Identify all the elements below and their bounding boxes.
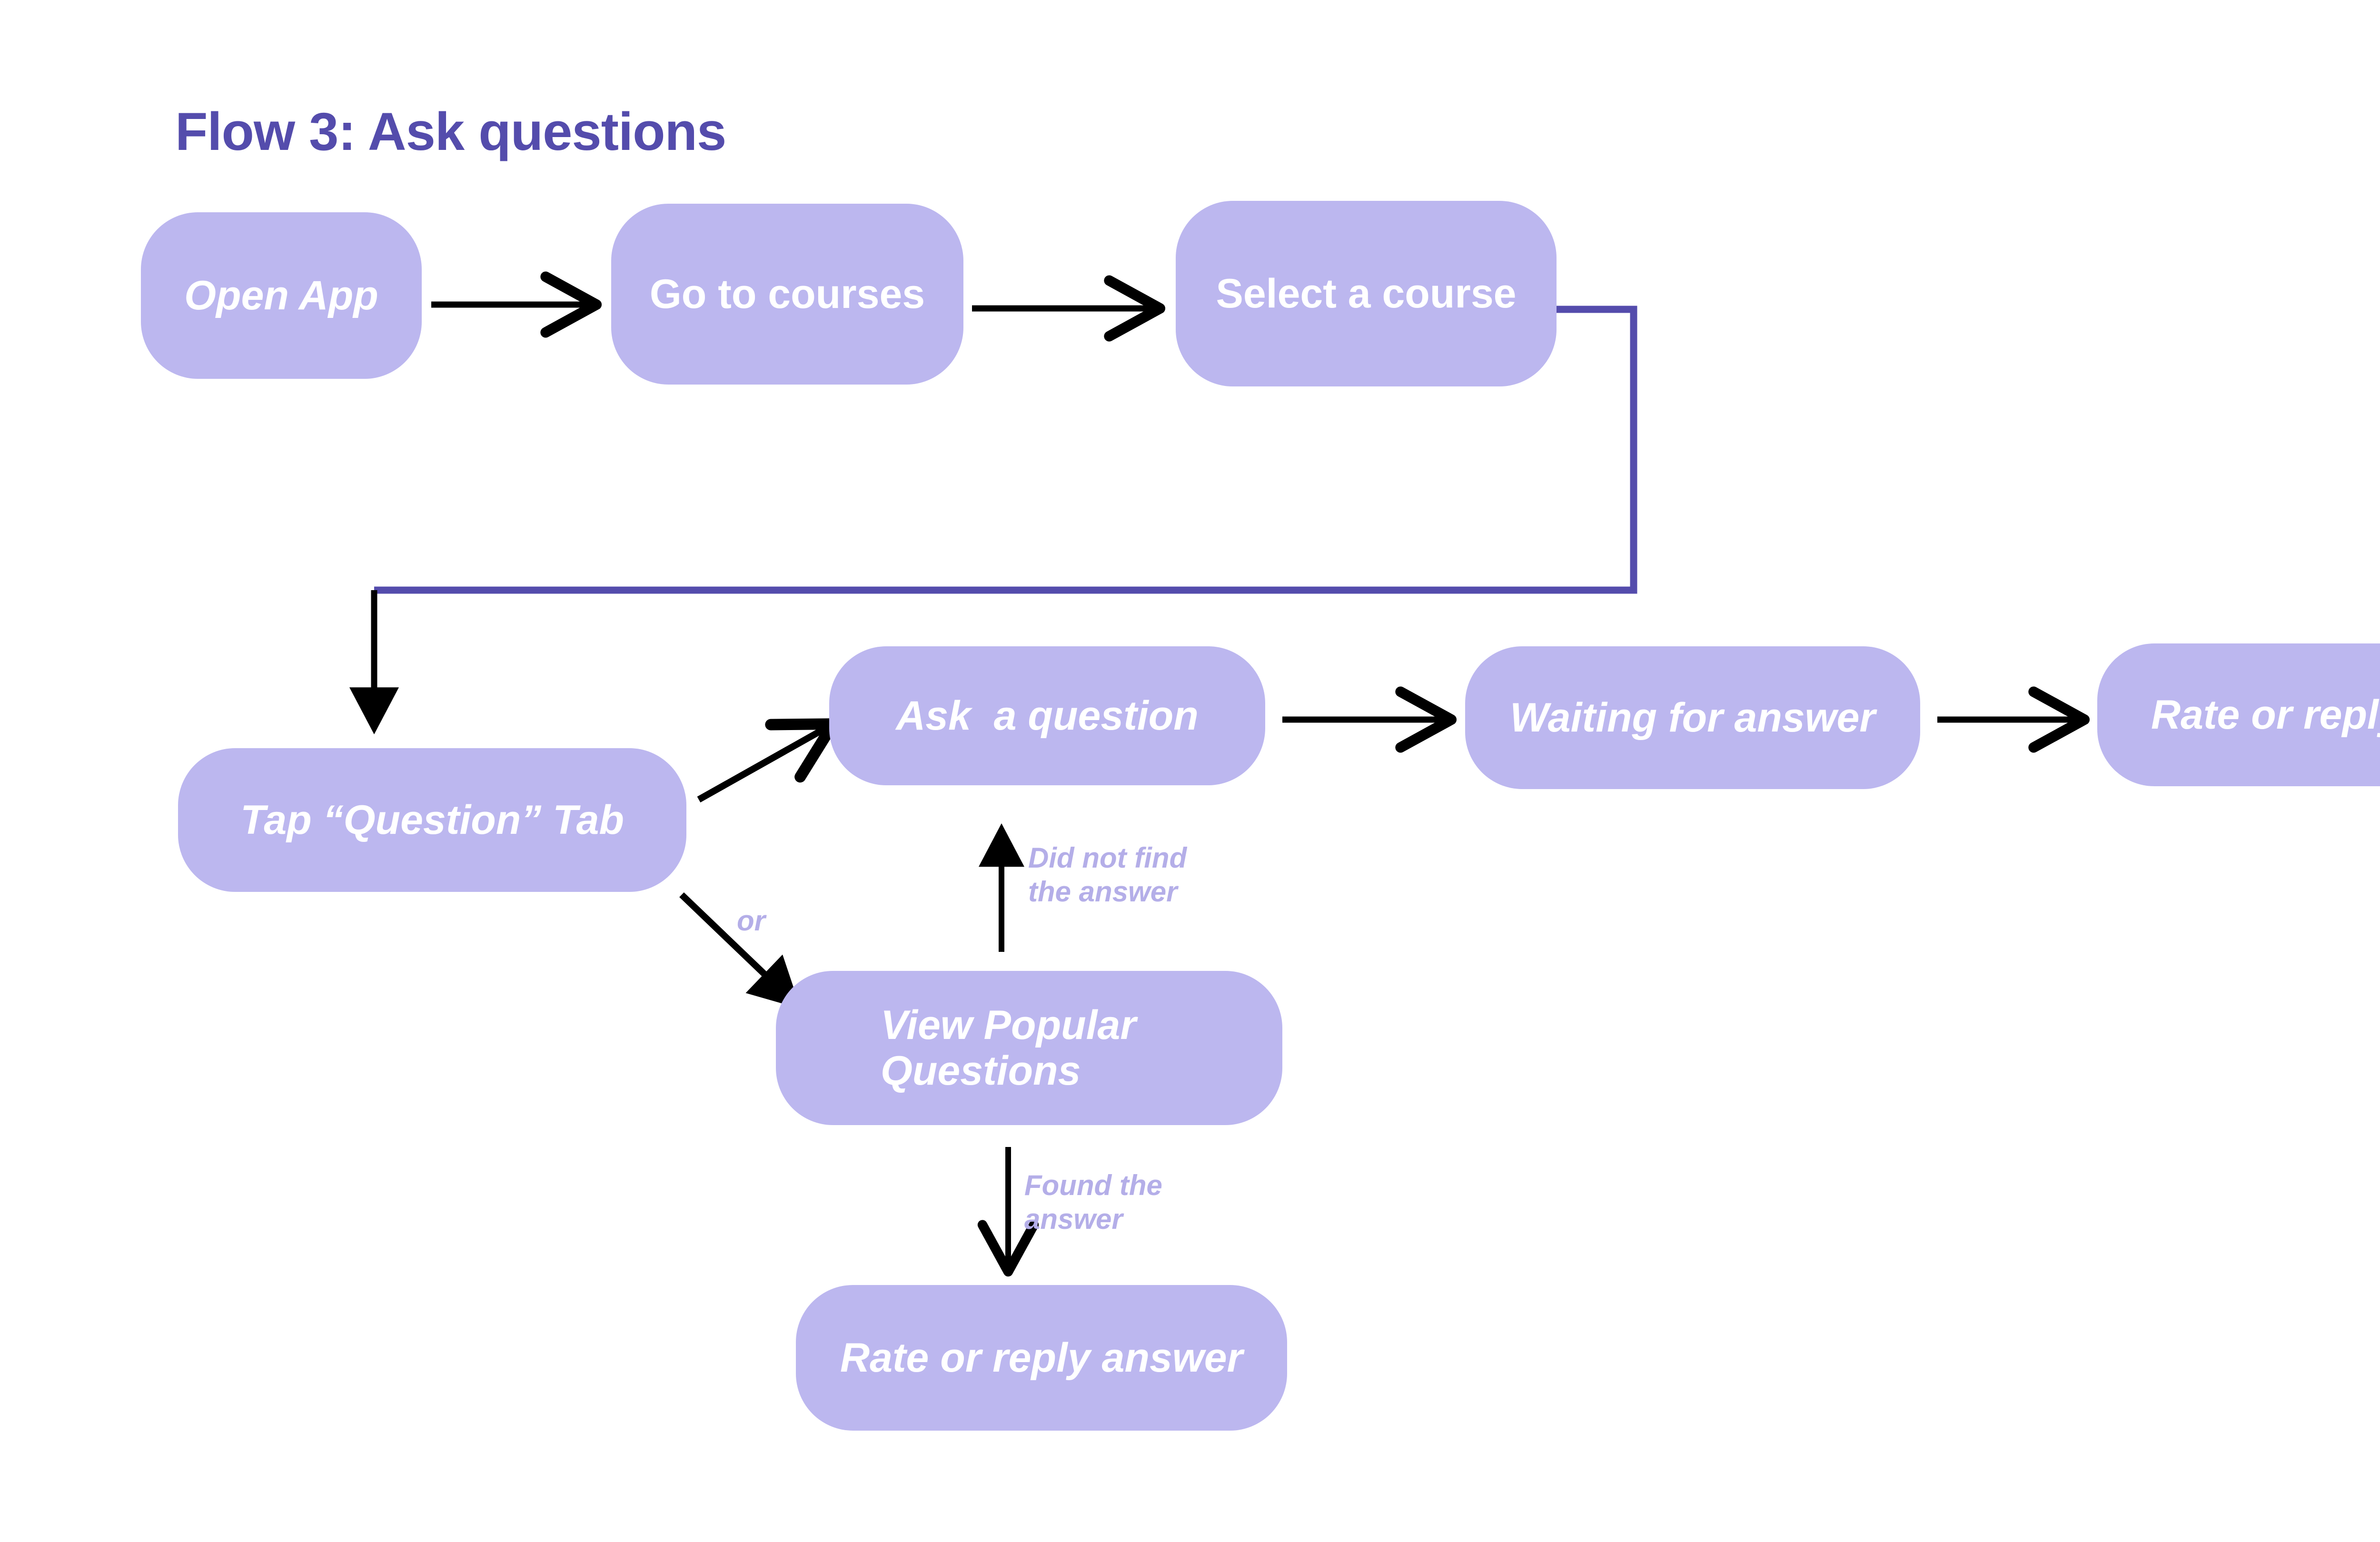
page-title: Flow 3: Ask questions — [175, 102, 726, 161]
edge-tap-tab-to-view-popular — [679, 892, 801, 1009]
node-rate-or-reply-answer-bottom[interactable]: Rate or reply answer — [796, 1285, 1287, 1431]
edge-tap-tab-to-ask-question — [697, 718, 839, 803]
node-waiting-for-answer[interactable]: Waiting for answer — [1465, 646, 1920, 789]
edge-label-did-not-find-the-answer: Did not find the answer — [1028, 842, 1187, 908]
node-ask-a-question[interactable]: Ask a question — [829, 646, 1265, 785]
edge-label-or: or — [737, 905, 765, 937]
node-rate-or-reply-answer-top[interactable]: Rate or reply answer — [2097, 643, 2380, 786]
node-go-to-courses[interactable]: Go to courses — [611, 204, 963, 385]
edge-label-found-the-answer: Found the answer — [1024, 1169, 1162, 1235]
node-view-popular-questions[interactable]: View Popular Questions — [776, 971, 1282, 1125]
node-select-a-course[interactable]: Select a course — [1176, 201, 1557, 386]
node-open-app[interactable]: Open App — [141, 212, 422, 379]
edge-select-course-routed-purple — [374, 306, 1637, 594]
node-tap-question-tab[interactable]: Tap “Question” Tab — [178, 748, 686, 892]
